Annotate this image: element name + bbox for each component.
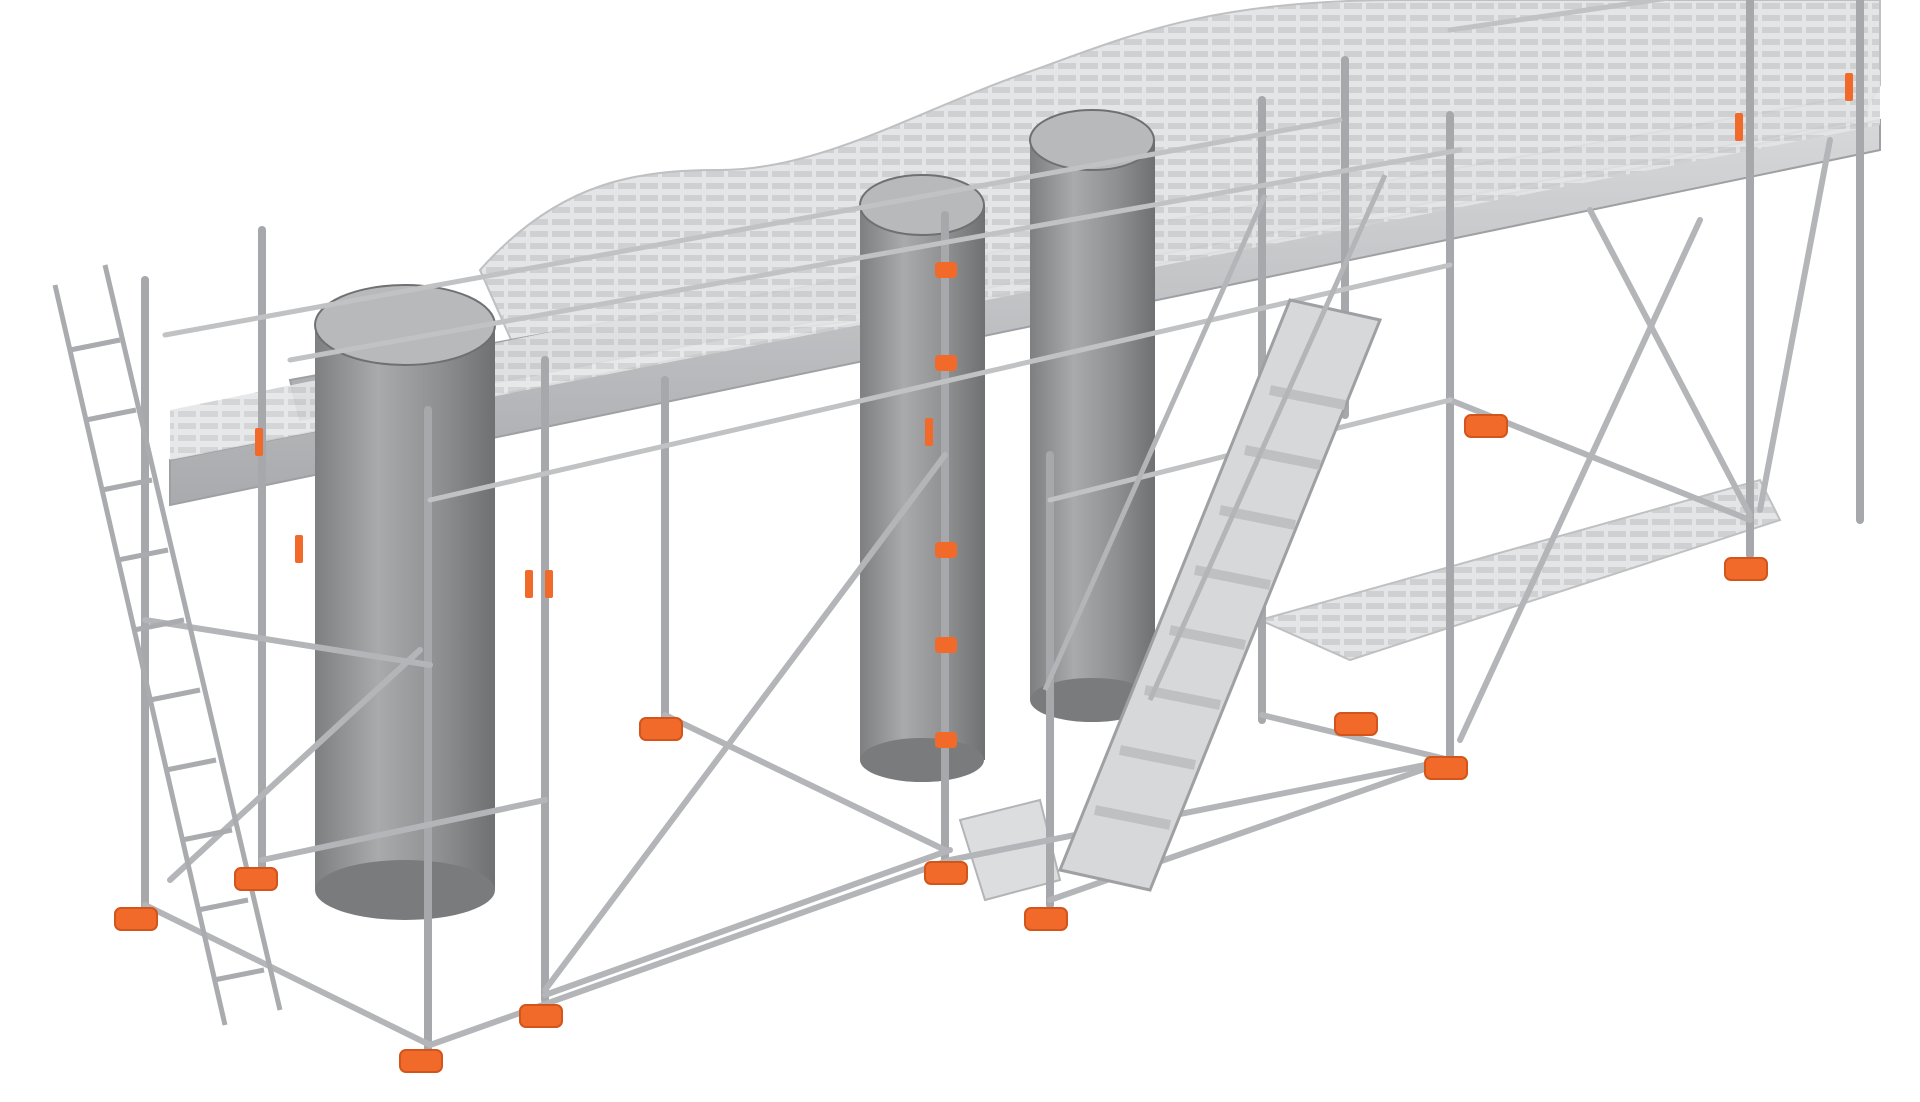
ladder-icon — [52, 264, 283, 1026]
orange-base-plate-icon — [114, 414, 1768, 1073]
cylinder-tank-icon — [314, 284, 496, 920]
stair-icon — [1042, 173, 1388, 892]
scaffold-ledgers — [142, 137, 1833, 1048]
guardrails — [162, 0, 1673, 503]
cylinder-tank-icon — [859, 174, 985, 782]
orange-couplers — [255, 73, 1853, 748]
scaffold-standards — [141, 0, 1864, 1054]
